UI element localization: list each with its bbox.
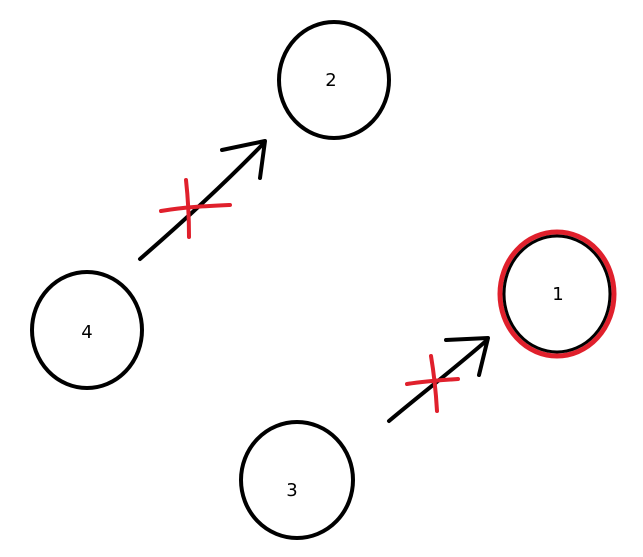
edge-3-to-1 <box>387 336 490 423</box>
node-3-circle <box>239 420 355 540</box>
edge-4-to-2 <box>138 139 267 261</box>
node-1: 1 <box>497 229 617 359</box>
node-2-circle <box>277 20 391 140</box>
node-4-circle <box>30 270 144 390</box>
arrowhead-4-to-2 <box>220 139 267 180</box>
node-4-label: 4 <box>81 322 92 343</box>
node-2: 2 <box>277 20 391 140</box>
node-3-label: 3 <box>286 480 297 501</box>
cross-mark-4-to-2 <box>159 178 232 239</box>
arrow-shaft-4-to-2 <box>138 143 264 261</box>
node-4: 4 <box>30 270 144 390</box>
arrowhead-3-to-1 <box>444 336 490 377</box>
node-2-label: 2 <box>325 70 336 91</box>
node-3: 3 <box>239 420 355 540</box>
cross-mark-3-to-1 <box>405 354 460 413</box>
node-1-label: 1 <box>552 284 563 305</box>
node-1-highlight-ring <box>497 229 617 359</box>
node-1-circle <box>502 234 612 354</box>
